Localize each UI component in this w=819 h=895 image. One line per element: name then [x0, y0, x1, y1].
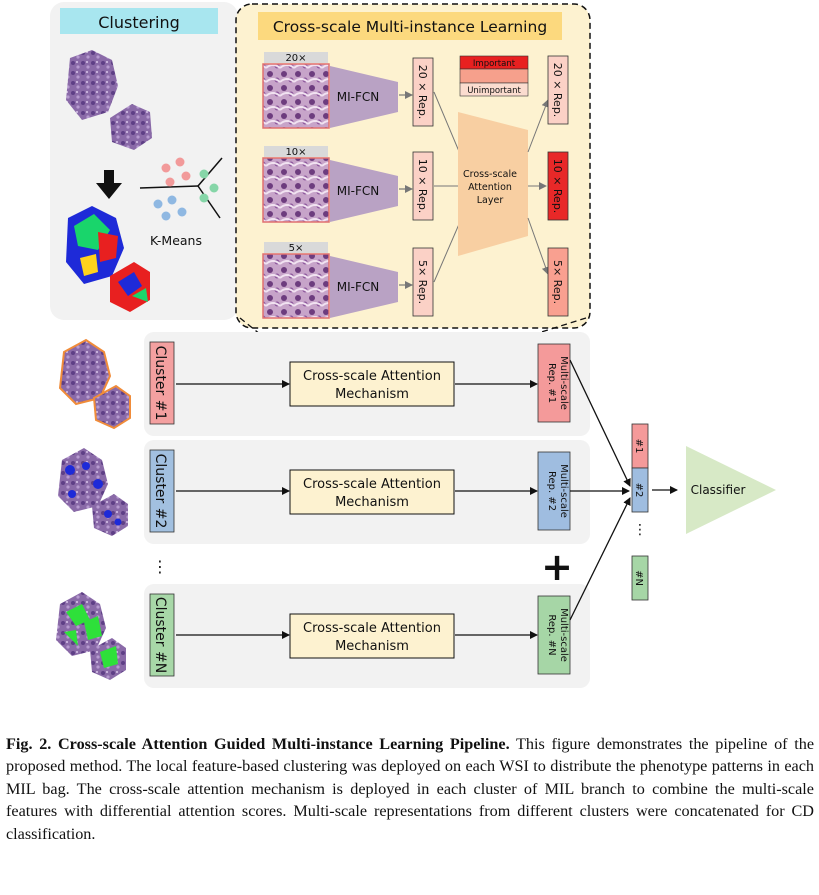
scale-row-5x: 5× MI-FCN 5× Rep. — [262, 242, 434, 319]
rep-line-2: Rep. #1 — [546, 363, 557, 403]
concat-ellipsis: ⋮ — [633, 522, 647, 538]
cluster-2-wsi — [58, 448, 128, 536]
classifier-shape — [686, 446, 776, 534]
cross-scale-attention-layer — [458, 112, 528, 256]
weighted-rep-20x — [547, 55, 569, 125]
scale-label: 10× — [285, 147, 306, 158]
cross-scale-title: Cross-scale Multi-instance Learning — [273, 18, 547, 36]
mechanism-line-1: Cross-scale Attention — [303, 621, 441, 636]
mechanism-line-1: Cross-scale Attention — [303, 477, 441, 492]
legend-unimportant: Unimportant — [467, 86, 521, 96]
cluster-label: Cluster #2 — [152, 454, 168, 529]
attention-layer-line-3: Layer — [477, 195, 504, 206]
classifier-label: Classifier — [691, 483, 746, 497]
scale-label: 20× — [285, 53, 306, 64]
multiscale-rep-box — [537, 595, 571, 675]
branch-cluster-n: Cluster #N Cross-scale Attention Mechani… — [56, 584, 590, 688]
cluster-label: Cluster #N — [152, 597, 168, 673]
attention-layer-line-2: Attention — [468, 182, 512, 193]
weighted-rep-5x — [547, 247, 569, 317]
down-arrow-icon — [96, 170, 122, 199]
legend-important: Important — [473, 59, 516, 69]
mechanism-line-2: Mechanism — [335, 495, 409, 510]
rep-line-2: Rep. #N — [546, 614, 557, 655]
cluster-label-box — [149, 593, 175, 677]
weighted-rep-10x — [547, 151, 569, 221]
pipeline-figure: Clustering — [50, 2, 776, 688]
attention-mechanism-box — [289, 613, 455, 659]
mi-fcn-encoder — [330, 256, 398, 318]
kmeans-label: K-Means — [150, 233, 202, 248]
rep-label: 10 × Rep. — [416, 159, 429, 214]
scale-label: 5× — [289, 243, 304, 254]
mechanism-line-1: Cross-scale Attention — [303, 369, 441, 384]
rep-line-1: Multi-scale — [558, 356, 569, 410]
rep-label: 5× Rep. — [416, 260, 429, 304]
cluster-label-box — [149, 341, 175, 425]
mechanism-line-2: Mechanism — [335, 639, 409, 654]
caption-text: This figure demonstrates the pipeline of… — [6, 735, 815, 843]
attention-mechanism-box — [289, 361, 455, 407]
wsi-thumbnail — [66, 50, 152, 150]
cluster-1-wsi — [58, 338, 131, 430]
branch-cluster-1: Cluster #1 Cross-scale Attention Mechani… — [58, 332, 590, 436]
rep-box — [412, 247, 434, 317]
clustered-wsi-heatmap — [66, 206, 150, 312]
cluster-label-box — [149, 449, 175, 533]
rep-box — [412, 57, 434, 127]
clustering-title-box — [60, 8, 218, 34]
clustering-title: Clustering — [98, 13, 180, 32]
mechanism-line-2: Mechanism — [335, 387, 409, 402]
mi-fcn-label: MI-FCN — [337, 184, 379, 198]
rep-line-1: Multi-scale — [558, 608, 569, 662]
patch-image — [262, 157, 330, 223]
mi-fcn-encoder — [330, 66, 398, 128]
scale-row-20x: 20× MI-FCN 20 × Rep. — [262, 52, 434, 129]
scale-row-10x: 10× MI-FCN 10 × Rep. — [262, 146, 434, 223]
attention-layer-line-1: Cross-scale — [463, 169, 517, 180]
patch-image — [262, 63, 330, 129]
concat-label: #N — [633, 570, 644, 586]
multiscale-rep-box — [537, 343, 571, 423]
branches-ellipsis: ⋮ — [152, 557, 168, 576]
plus-icon: + — [541, 545, 573, 589]
importance-legend: Important Unimportant — [459, 55, 529, 97]
figure-caption: Fig. 2. Cross-scale Attention Guided Mul… — [6, 733, 814, 845]
attention-mechanism-box — [289, 469, 455, 515]
concat-label: #1 — [633, 439, 644, 454]
cross-scale-title-box — [258, 12, 562, 40]
rep-line-1: Multi-scale — [558, 464, 569, 518]
cluster-label: Cluster #1 — [152, 346, 168, 421]
rep-label: 5× Rep. — [551, 260, 564, 304]
mi-fcn-label: MI-FCN — [337, 90, 379, 104]
cross-scale-panel: Cross-scale Multi-instance Learning 20× … — [235, 3, 591, 329]
patch-image — [262, 253, 330, 319]
branch-cluster-2: Cluster #2 Cross-scale Attention Mechani… — [58, 440, 590, 544]
mi-fcn-label: MI-FCN — [337, 280, 379, 294]
mi-fcn-encoder — [330, 160, 398, 222]
concatenated-representation: #1 #2 ⋮ #N — [631, 423, 649, 601]
cluster-n-wsi — [56, 592, 126, 680]
rep-box — [412, 151, 434, 221]
concat-label: #2 — [633, 483, 644, 498]
rep-label: 20 × Rep. — [551, 63, 564, 118]
rep-line-2: Rep. #2 — [546, 471, 557, 511]
kmeans-icon — [139, 157, 223, 221]
rep-label: 20 × Rep. — [416, 65, 429, 120]
caption-title: Fig. 2. Cross-scale Attention Guided Mul… — [6, 735, 510, 753]
rep-label: 10 × Rep. — [551, 159, 564, 214]
multiscale-rep-box — [537, 451, 571, 531]
clustering-panel: Clustering — [50, 2, 238, 320]
